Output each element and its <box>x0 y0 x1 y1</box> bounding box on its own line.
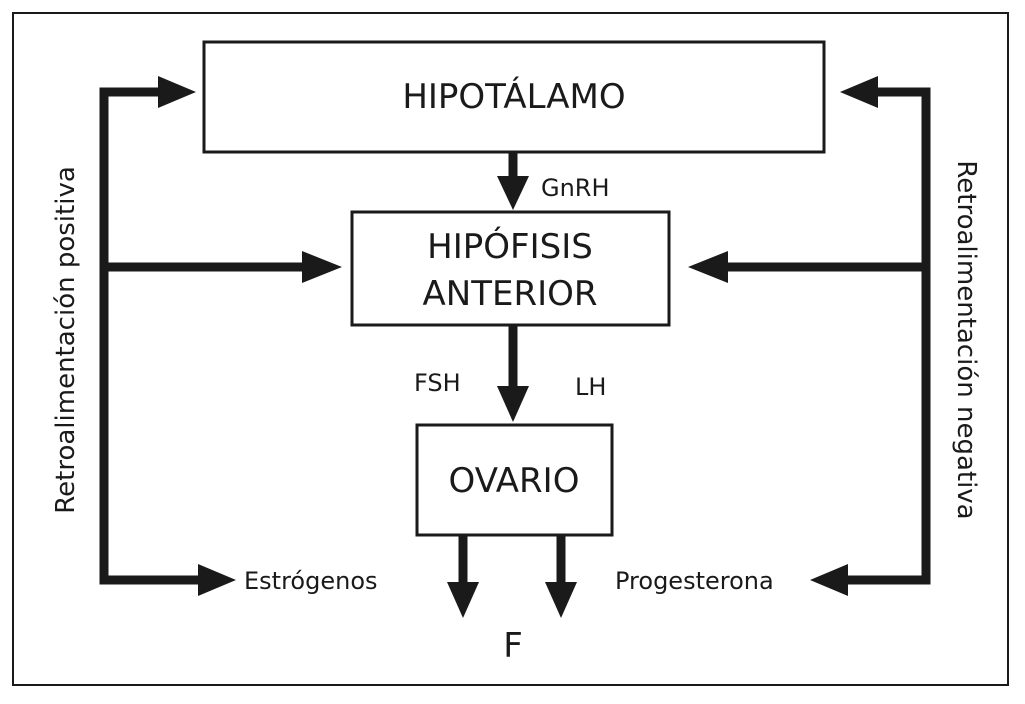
estrogens-label: Estrógenos <box>244 567 378 595</box>
arrow-from-progesterone <box>810 564 848 596</box>
diagram-frame <box>12 12 1009 686</box>
gnrh-label: GnRH <box>541 174 610 202</box>
anterior-pituitary-box <box>350 210 671 327</box>
ovary-output-arrow-left <box>447 535 479 618</box>
pituitary-label-line2: ANTERIOR <box>423 274 598 314</box>
negative-feedback-label: Retroalimentación negativa <box>951 160 981 519</box>
negative-feedback-loop <box>688 76 931 596</box>
arrow-to-pituitary-left <box>302 251 342 283</box>
output-f-label: F <box>503 626 523 666</box>
ovary-box <box>415 423 614 537</box>
arrow-to-hypothalamus-left <box>158 76 196 108</box>
ovary-output-arrow-right <box>545 535 577 618</box>
ovary-label: OVARIO <box>449 461 580 501</box>
fsh-label: FSH <box>414 369 461 397</box>
gnrh-arrow <box>497 152 529 210</box>
pituitary-label-line1: HIPÓFISIS <box>427 226 593 267</box>
positive-feedback-loop <box>99 76 342 596</box>
arrow-to-pituitary-right <box>688 251 728 283</box>
arrow-from-estrogens <box>198 564 236 596</box>
hypothalamus-label: HIPOTÁLAMO <box>402 76 625 117</box>
arrow-to-hypothalamus-right <box>840 76 878 108</box>
progesterone-label: Progesterona <box>615 567 774 595</box>
lh-label: LH <box>575 373 606 401</box>
positive-feedback-label: Retroalimentación positiva <box>51 166 81 514</box>
fsh-lh-arrow <box>497 325 529 422</box>
